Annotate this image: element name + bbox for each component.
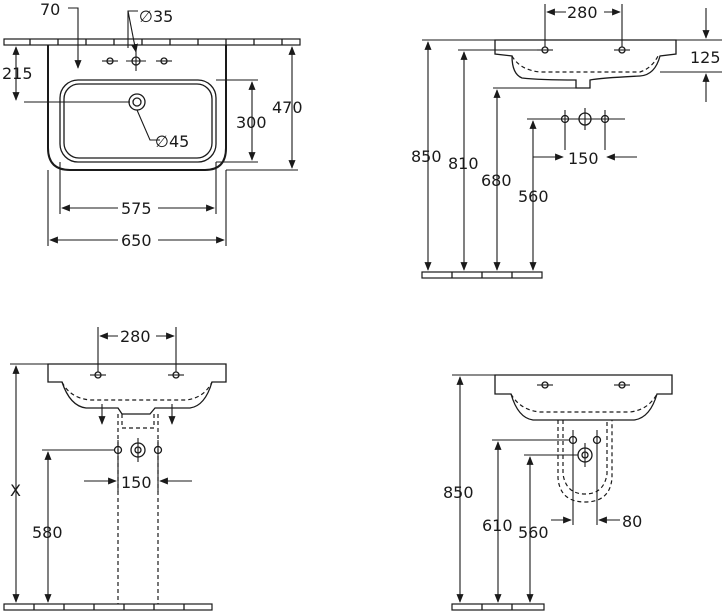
front-semi-floor (451, 603, 545, 611)
front-pedestal-view: 280 X 580 150 (3, 325, 227, 611)
front-pedestal-dim-580: 580 (32, 523, 63, 542)
front-semi-dim-610: 610 (482, 516, 513, 535)
top-view-bowl (59, 79, 217, 163)
top-view-dim-470: 470 (272, 98, 303, 117)
front-pedestal-dim-280: 280 (120, 327, 151, 346)
top-view-basin-outline (47, 45, 227, 171)
top-view-dim-300: 300 (236, 113, 267, 132)
front-pedestal-dim-150: 150 (121, 473, 152, 492)
side-view: 280 125 850 810 680 560 150 (411, 1, 722, 279)
side-view-dim-560: 560 (518, 187, 549, 206)
front-semi-pedestal-view: 850 610 560 80 (443, 374, 673, 611)
top-view-dim-dia45: ∅45 (155, 132, 189, 151)
front-pedestal-basin (47, 363, 227, 415)
top-view-wall (3, 38, 301, 46)
side-view-dim-150: 150 (568, 149, 599, 168)
top-view-dim-dia35: ∅35 (139, 7, 173, 26)
front-semi-dim-850: 850 (443, 483, 474, 502)
top-view-dim-215: 215 (2, 64, 33, 83)
side-view-basin (494, 39, 677, 89)
front-semi-pedestal (557, 420, 613, 503)
side-view-dim-680: 680 (481, 171, 512, 190)
front-semi-dim-560: 560 (518, 523, 549, 542)
side-view-dim-125: 125 (690, 48, 721, 67)
top-view: 70 ∅35 215 300 470 ∅45 575 650 (2, 0, 303, 250)
front-pedestal-dim-x: X (10, 481, 21, 500)
side-view-dim-810: 810 (448, 154, 479, 173)
front-semi-dim-80: 80 (622, 512, 642, 531)
top-view-drain (128, 93, 146, 111)
side-view-dim-280: 280 (567, 3, 598, 22)
front-pedestal-floor (3, 603, 213, 611)
front-semi-basin (494, 374, 673, 421)
side-view-dim-850: 850 (411, 147, 442, 166)
top-view-dim-70: 70 (40, 0, 60, 19)
top-view-dim-575: 575 (121, 199, 152, 218)
top-view-dim-650: 650 (121, 231, 152, 250)
